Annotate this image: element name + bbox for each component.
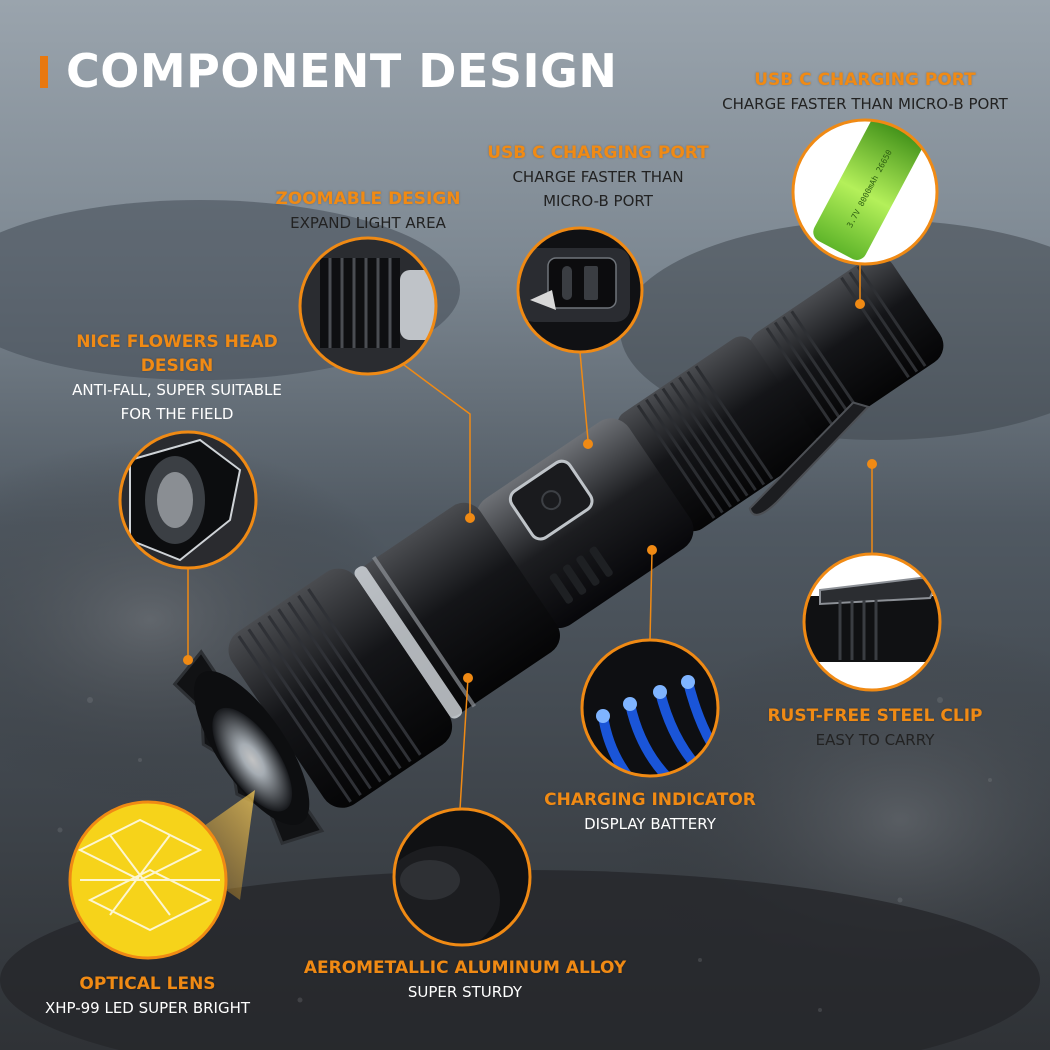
caption-lens: OPTICAL LENS XHP-99 LED SUPER BRIGHT: [10, 972, 285, 1020]
caption-usb-battery: USB C CHARGING PORT CHARGE FASTER THAN M…: [700, 68, 1030, 116]
caption-sub: SUPER STURDY: [407, 983, 523, 1001]
caption-sub: CHARGE FASTER THAN: [512, 168, 684, 186]
usb-port-callout-image: [516, 226, 644, 354]
caption-sub: EXPAND LIGHT AREA: [290, 214, 446, 232]
caption-sub: XHP-99 LED SUPER BRIGHT: [44, 999, 251, 1017]
caption-clip: RUST-FREE STEEL CLIP EASY TO CARRY: [740, 704, 1010, 752]
caption-heading: USB C CHARGING PORT: [487, 143, 709, 163]
caption-indicator: CHARGING INDICATOR DISPLAY BATTERY: [520, 788, 780, 836]
caption-alloy: AEROMETALLIC ALUMINUM ALLOY SUPER STURDY: [290, 956, 640, 1004]
caption-sub: CHARGE FASTER THAN MICRO-B PORT: [722, 95, 1008, 113]
caption-sub: DISPLAY BATTERY: [584, 815, 716, 833]
caption-sub: MICRO-B PORT: [543, 192, 653, 210]
caption-usb-port: USB C CHARGING PORT CHARGE FASTER THAN M…: [448, 141, 748, 213]
battery-callout-image: 3.7V 8000mAh 26650: [791, 118, 939, 266]
caption-heading: USB C CHARGING PORT: [754, 70, 976, 90]
clip-callout-image: [802, 552, 942, 692]
flashlight: [170, 255, 944, 900]
caption-heading: CHARGING INDICATOR: [544, 790, 756, 810]
caption-heading: ZOOMABLE DESIGN: [275, 189, 461, 209]
caption-sub: ANTI-FALL, SUPER SUITABLE: [72, 381, 282, 399]
caption-sub: FOR THE FIELD: [120, 405, 234, 423]
caption-heading: AEROMETALLIC ALUMINUM ALLOY: [303, 958, 627, 978]
title-accent-bar: [40, 56, 48, 88]
caption-heading: RUST-FREE STEEL CLIP: [767, 706, 983, 726]
caption-sub: EASY TO CARRY: [815, 731, 935, 749]
head-callout-image: [118, 430, 258, 570]
caption-heading: DESIGN: [140, 356, 214, 376]
alloy-callout-image: [392, 807, 532, 947]
caption-head: NICE FLOWERS HEAD DESIGN ANTI-FALL, SUPE…: [42, 330, 312, 426]
lens-callout-image: [68, 800, 228, 960]
page-title: COMPONENT DESIGN: [66, 44, 618, 98]
zoom-callout-image: [298, 236, 438, 376]
caption-zoomable: ZOOMABLE DESIGN EXPAND LIGHT AREA: [248, 187, 488, 235]
caption-heading: OPTICAL LENS: [79, 974, 216, 994]
caption-heading: NICE FLOWERS HEAD: [76, 332, 278, 352]
